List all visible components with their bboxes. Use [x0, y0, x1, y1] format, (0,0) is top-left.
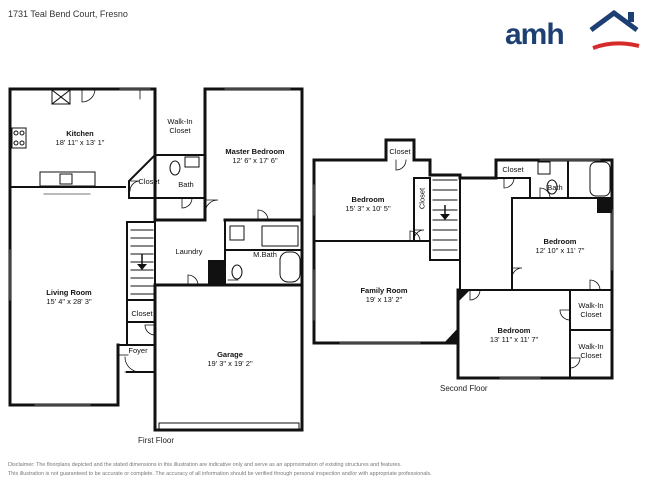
- room-laundry-name: Laundry: [175, 247, 203, 256]
- room-bath: Bath: [170, 180, 202, 189]
- stair-arrows: [137, 205, 450, 270]
- room-family-room-name: Family Room: [360, 286, 408, 295]
- room-foyer-name: Foyer: [128, 346, 148, 355]
- room-bedroom-1-dims: 15' 3" x 10' 5": [345, 204, 391, 213]
- room-walk-in-closet-2-name: Walk-In Closet: [578, 342, 604, 360]
- room-bedroom-1: Bedroom 15' 3" x 10' 5": [330, 195, 406, 213]
- room-walk-in-closet-2: Walk-In Closet: [572, 342, 610, 360]
- first-floor-label: First Floor: [138, 436, 174, 445]
- second-floor-windows: [313, 159, 613, 379]
- room-living-room-name: Living Room: [46, 288, 92, 297]
- room-kitchen: Kitchen 18' 11" x 13' 1": [40, 129, 120, 147]
- room-closet-b: Closet: [128, 309, 156, 318]
- room-walk-in-closet-1: Walk-In Closet: [572, 301, 610, 319]
- amh-logo: amh: [505, 10, 640, 54]
- room-bedroom-2: Bedroom 12' 10" x 11' 7": [522, 237, 598, 255]
- room-closet-top: Closet: [386, 147, 414, 156]
- property-address: 1731 Teal Bend Court, Fresno: [8, 9, 128, 19]
- room-bedroom-3-name: Bedroom: [497, 326, 531, 335]
- room-laundry: Laundry: [166, 247, 212, 256]
- room-master-bath-name: M.Bath: [253, 250, 277, 259]
- second-floor-fixtures: [537, 161, 611, 197]
- room-garage-dims: 19' 3" x 19' 2": [207, 359, 253, 368]
- room-kitchen-dims: 18' 11" x 13' 1": [55, 138, 105, 147]
- room-bedroom-2-name: Bedroom: [543, 237, 577, 246]
- room-closet-b-name: Closet: [131, 309, 153, 318]
- room-garage: Garage 19' 3" x 19' 2": [190, 350, 270, 368]
- room-closet-a: Closet: [132, 177, 166, 186]
- house-roof-icon: [589, 10, 640, 50]
- room-master-bedroom-name: Master Bedroom: [225, 147, 285, 156]
- room-bedroom-3: Bedroom 13' 11" x 11' 7": [476, 326, 552, 344]
- disclaimer-line-2: This illustration is not guaranteed to b…: [8, 471, 432, 477]
- room-bath-2-name: Bath: [547, 183, 563, 192]
- logo-wordmark: amh: [505, 18, 565, 51]
- room-walk-in-closet: Walk-In Closet: [157, 117, 203, 135]
- room-closet-right: Closet: [496, 165, 530, 174]
- first-floor-windows: [9, 88, 291, 406]
- room-kitchen-name: Kitchen: [66, 129, 94, 138]
- second-floor-doors: [395, 159, 601, 369]
- second-floor-label: Second Floor: [440, 384, 488, 393]
- room-master-bedroom-dims: 12' 6" x 17' 6": [232, 156, 278, 165]
- second-floor-stairs: [432, 179, 458, 251]
- room-family-room: Family Room 19' x 13' 2": [346, 286, 422, 304]
- disclaimer: Disclaimer: The floorplans depicted and …: [8, 461, 648, 479]
- room-living-room: Living Room 15' 4" x 28' 3": [24, 288, 114, 306]
- disclaimer-line-1: Disclaimer: The floorplans depicted and …: [8, 462, 402, 468]
- room-foyer: Foyer: [124, 346, 152, 355]
- room-bath-2: Bath: [540, 183, 570, 192]
- room-bedroom-2-dims: 12' 10" x 11' 7": [535, 246, 585, 255]
- room-closet-right-name: Closet: [502, 165, 524, 174]
- room-closet-a-name: Closet: [138, 177, 160, 186]
- room-master-bedroom: Master Bedroom 12' 6" x 17' 6": [210, 147, 300, 165]
- first-floor-doors: [81, 88, 269, 373]
- room-family-room-dims: 19' x 13' 2": [365, 295, 403, 304]
- room-walk-in-closet-1-name: Walk-In Closet: [578, 301, 604, 319]
- room-closet-vertical-name: Closet: [417, 187, 427, 210]
- room-living-room-dims: 15' 4" x 28' 3": [46, 297, 92, 306]
- room-garage-name: Garage: [217, 350, 243, 359]
- room-master-bath: M.Bath: [246, 250, 284, 259]
- room-bath-name: Bath: [178, 180, 194, 189]
- room-closet-vertical: Closet: [418, 183, 427, 215]
- room-closet-top-name: Closet: [389, 147, 411, 156]
- room-walk-in-closet-name: Walk-In Closet: [167, 117, 193, 135]
- room-bedroom-3-dims: 13' 11" x 11' 7": [489, 335, 539, 344]
- first-floor-fixtures: [11, 89, 301, 431]
- structural-fills: [208, 198, 612, 343]
- room-bedroom-1-name: Bedroom: [351, 195, 385, 204]
- first-floor-inner-walls: [9, 153, 303, 373]
